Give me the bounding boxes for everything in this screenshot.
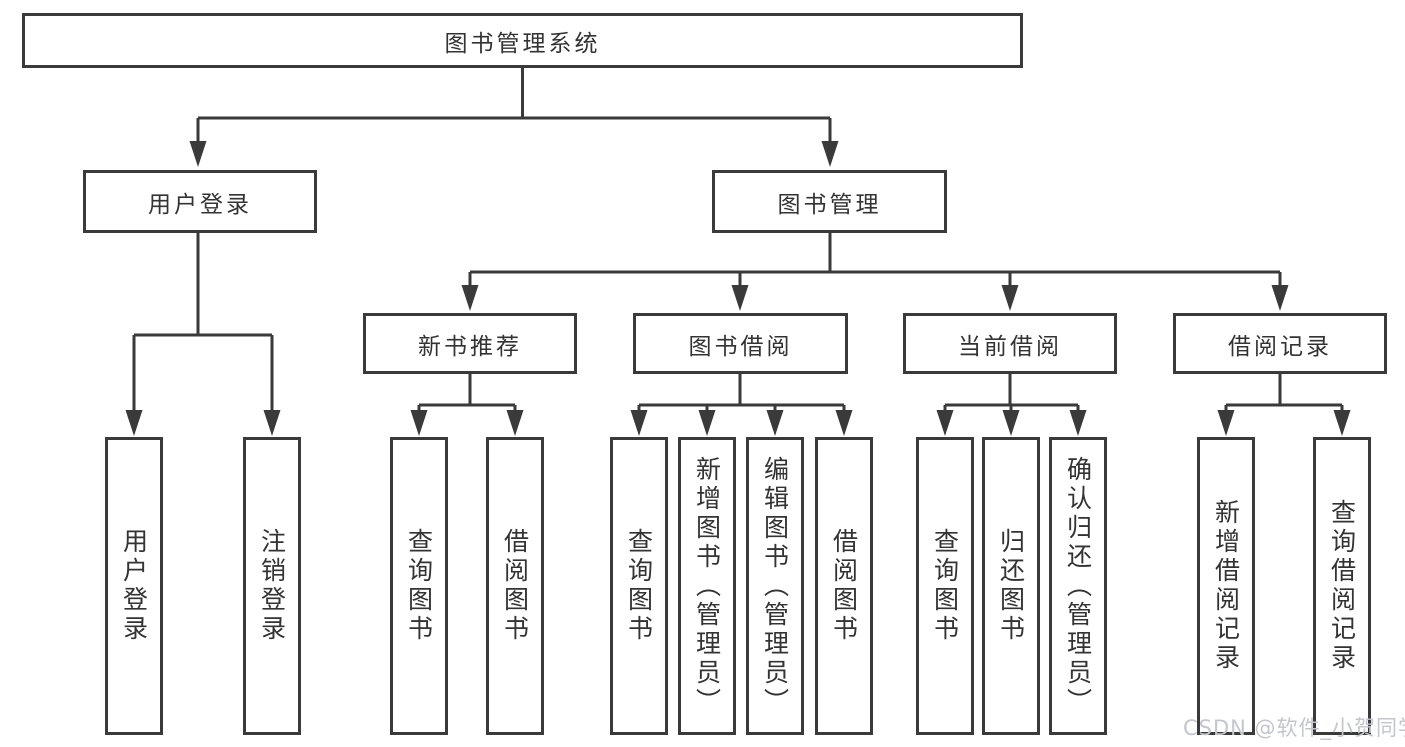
node-root: 图书管理系统 <box>22 13 1023 68</box>
leaf-borrow-query-books: 查询图书 <box>610 437 668 735</box>
leaf-add-borrow-record: 新增借阅记录 <box>1197 437 1255 735</box>
leaf-confirm-return-admin: 确认归还（管理员） <box>1049 437 1107 735</box>
node-current-borrow: 当前借阅 <box>903 313 1117 374</box>
watermark: CSDN @软件_小贺同学 <box>1183 716 1405 740</box>
tree-edges <box>132 68 1344 414</box>
arrowheads <box>125 141 1351 436</box>
node-book-management: 图书管理 <box>712 170 947 233</box>
node-new-book-recommend: 新书推荐 <box>363 313 577 374</box>
leaf-add-book-admin: 新增图书（管理员） <box>678 437 736 735</box>
leaf-borrow-borrow-books: 借阅图书 <box>815 437 873 735</box>
node-user-login: 用户登录 <box>83 170 317 233</box>
leaf-user-login: 用户登录 <box>105 437 163 735</box>
leaf-edit-book-admin: 编辑图书（管理员） <box>746 437 804 735</box>
leaf-query-borrow-record: 查询借阅记录 <box>1313 437 1371 735</box>
leaf-logout: 注销登录 <box>243 437 301 735</box>
leaf-recommend-query-books: 查询图书 <box>390 437 448 735</box>
leaf-recommend-borrow-books: 借阅图书 <box>486 437 544 735</box>
leaf-return-book: 归还图书 <box>982 437 1040 735</box>
node-book-borrow: 图书借阅 <box>633 313 848 374</box>
node-borrow-records: 借阅记录 <box>1173 313 1387 374</box>
leaf-current-query-books: 查询图书 <box>916 437 974 735</box>
